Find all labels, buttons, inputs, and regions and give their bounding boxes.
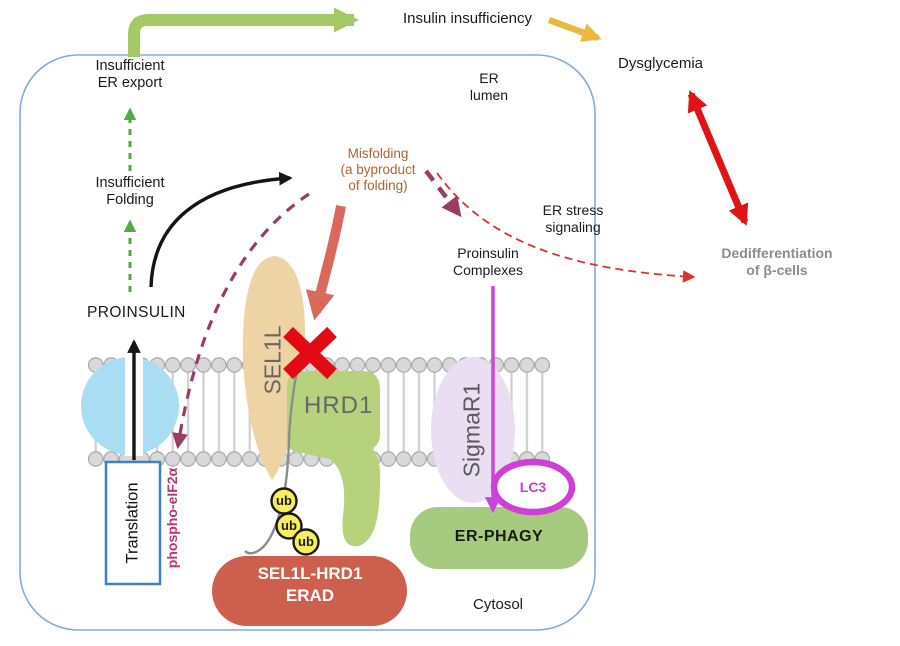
erad-label: SEL1L-HRD1 ERAD [257, 564, 363, 606]
ubiquitin-label: ub [276, 493, 292, 508]
hrd1-label: HRD1 [304, 392, 374, 419]
er-stress-signaling-label: ER stress signaling [542, 202, 604, 235]
er-phagy-label: ER-PHAGY [454, 528, 544, 545]
export-to-insulin-arrow [128, 7, 360, 57]
proinsulin-label: PROINSULIN [87, 304, 186, 321]
dysglycemia-dedifferentiation-arrow [687, 90, 749, 226]
phospho-eif2a-label: phospho-eIF2α [164, 467, 180, 569]
erad-box [212, 556, 407, 626]
sel1l-label: SEL1L [259, 325, 286, 395]
insufficient-er-export-label: Insufficient ER export [95, 58, 165, 92]
sigmar1-label: SigmaR1 [458, 382, 485, 478]
dedifferentiation-label: Dedifferentiation of β-cells [721, 245, 833, 278]
blocked-x-icon [283, 326, 337, 380]
cytosol-label: Cytosol [473, 596, 524, 613]
misfolding-to-complexes-arrow [424, 169, 462, 218]
ubiquitin-circle [292, 528, 320, 556]
misfolding-to-phospho-arrow [172, 192, 310, 450]
er-boundary [19, 54, 596, 631]
misfolding-label: Misfolding (a byproduct of folding) [340, 146, 416, 193]
misfolding-to-erad-arrow [305, 205, 346, 321]
er-phagy-box [410, 507, 588, 569]
insufficient-folding-label: Insufficient Folding [95, 175, 165, 209]
translation-box [104, 460, 162, 586]
proinsulin-to-misfolding-arrow [149, 171, 293, 288]
dysglycemia-label: Dysglycemia [618, 55, 704, 72]
er-lumen-label: ER lumen [469, 70, 509, 103]
lc3-label: LC3 [519, 479, 547, 495]
ubiquitin-circle [275, 512, 303, 540]
translation-label: Translation [123, 482, 142, 564]
proinsulin-complexes-label: Proinsulin Complexes [452, 245, 524, 278]
insulin-to-dysglycemia-arrow [547, 16, 602, 42]
insulin-insufficiency-label: Insulin insufficiency [403, 10, 532, 27]
ubiquitin-label: ub [298, 534, 314, 549]
hrd1-shape [287, 371, 381, 547]
ubiquitin-label: ub [281, 518, 297, 533]
